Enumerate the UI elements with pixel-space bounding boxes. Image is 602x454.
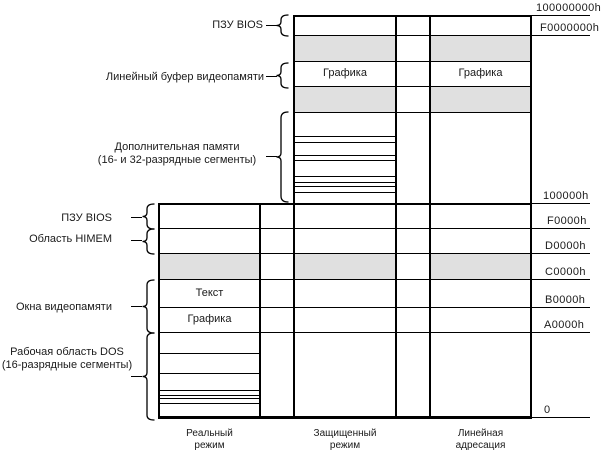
caption-real-mode: Реальный режим: [158, 428, 261, 452]
label-dash: [131, 376, 142, 377]
segment-line: [160, 373, 259, 374]
label-linear-video-buffer: Линейный буфер видеопамяти: [105, 71, 264, 83]
boundary-line: [293, 61, 532, 62]
segment-line: [160, 390, 259, 391]
boundary-line-c0000h: [158, 279, 532, 280]
address-tick: [532, 203, 590, 204]
address-label-d0000h: D0000h: [545, 240, 586, 252]
brace-extended-memory: [276, 111, 289, 203]
shaded-band: [160, 254, 259, 279]
boundary-line-d0000h: [158, 253, 532, 254]
caption-protected-line2: режим: [329, 440, 361, 451]
label-dash: [131, 306, 142, 307]
shaded-band: [431, 36, 530, 61]
caption-real-line1: Реальный: [186, 428, 233, 439]
label-dash: [266, 156, 277, 157]
caption-protected-mode: Защищенный режим: [293, 428, 397, 452]
segment-line: [295, 136, 395, 137]
address-tick: [532, 332, 590, 333]
brace-linear-video-buffer: [276, 62, 289, 89]
shaded-band: [431, 87, 530, 112]
address-label-4g: 100000000h: [536, 2, 602, 14]
segment-line: [160, 353, 259, 354]
block-label-text: Текст: [195, 287, 224, 299]
boundary-line: [293, 86, 532, 87]
address-label-100000h: 100000h: [543, 190, 589, 202]
segment-line: [160, 398, 259, 399]
segment-line: [295, 176, 395, 177]
segment-line: [295, 182, 395, 183]
label-video-windows: Окна видеопамяти: [15, 301, 112, 313]
label-rom-bios-upper: ПЗУ BIOS: [212, 19, 263, 31]
caption-linear-addressing: Линейная адресация: [429, 428, 532, 452]
label-dos-work-area-line2: (16-разрядные сегменты): [1, 359, 133, 371]
address-tick: [532, 253, 590, 254]
label-dos-work-area: Рабочая область DOS (16-разрядные сегмен…: [0, 346, 134, 372]
segment-line: [160, 403, 259, 404]
caption-real-line2: режим: [194, 440, 225, 451]
boundary-line-a0000h: [158, 332, 532, 333]
segment-line: [295, 155, 395, 156]
address-label-c0000h: C0000h: [545, 266, 586, 278]
address-label-a0000h: A0000h: [544, 319, 585, 331]
segment-line: [160, 395, 259, 396]
baseline-zero: [158, 416, 532, 419]
shaded-band: [295, 254, 395, 279]
label-himem-area: Область HIMEM: [29, 233, 112, 245]
label-dash: [131, 240, 142, 241]
shaded-band: [431, 254, 530, 279]
segment-line: [295, 160, 395, 161]
boundary-line-100000h: [158, 203, 532, 205]
address-label-b0000h: B0000h: [545, 294, 586, 306]
label-dash: [131, 217, 142, 218]
caption-linear-line2: адресация: [455, 440, 506, 451]
boundary-line: [293, 112, 532, 113]
address-label-f0000000h: F0000000h: [540, 22, 600, 34]
brace-rom-bios-lower: [142, 203, 155, 230]
shaded-band: [295, 36, 395, 61]
address-tick: [532, 417, 590, 418]
label-dash: [266, 76, 277, 77]
brace-himem-area: [142, 228, 155, 255]
block-label-graphics: Графика: [458, 67, 503, 79]
brace-dos-work-area: [142, 332, 155, 421]
address-tick: [532, 15, 590, 16]
brace-video-windows: [142, 279, 155, 334]
block-label-graphics: Графика: [323, 67, 367, 79]
label-dash: [266, 25, 277, 26]
segment-line: [295, 192, 395, 193]
label-rom-bios-lower: ПЗУ BIOS: [61, 212, 112, 224]
label-extended-memory: Дополнительная памяти (16- и 32-разрядны…: [88, 141, 266, 167]
address-tick: [532, 228, 590, 229]
boundary-line-4g: [293, 15, 532, 17]
brace-rom-bios-upper: [276, 14, 289, 37]
address-tick: [532, 279, 590, 280]
block-label-graphics: Графика: [187, 313, 232, 325]
label-extended-memory-line2: (16- и 32-разрядные сегменты): [97, 154, 257, 166]
shaded-band: [295, 87, 395, 112]
address-tick: [532, 35, 590, 36]
boundary-line-f0000h: [158, 228, 532, 229]
caption-protected-line1: Защищенный: [313, 428, 377, 439]
label-dos-work-area-line1: Рабочая область DOS: [10, 346, 124, 358]
address-label-zero: 0: [544, 404, 551, 416]
address-label-f0000h: F0000h: [547, 215, 587, 227]
column-real-mode: [158, 203, 261, 418]
caption-linear-line1: Линейная: [457, 428, 504, 439]
segment-line: [295, 142, 395, 143]
segment-line: [295, 186, 395, 187]
boundary-line-b0000h: [158, 307, 532, 308]
label-extended-memory-line1: Дополнительная памяти: [114, 141, 240, 153]
address-tick: [532, 307, 590, 308]
boundary-line-f0000000h: [293, 35, 532, 36]
